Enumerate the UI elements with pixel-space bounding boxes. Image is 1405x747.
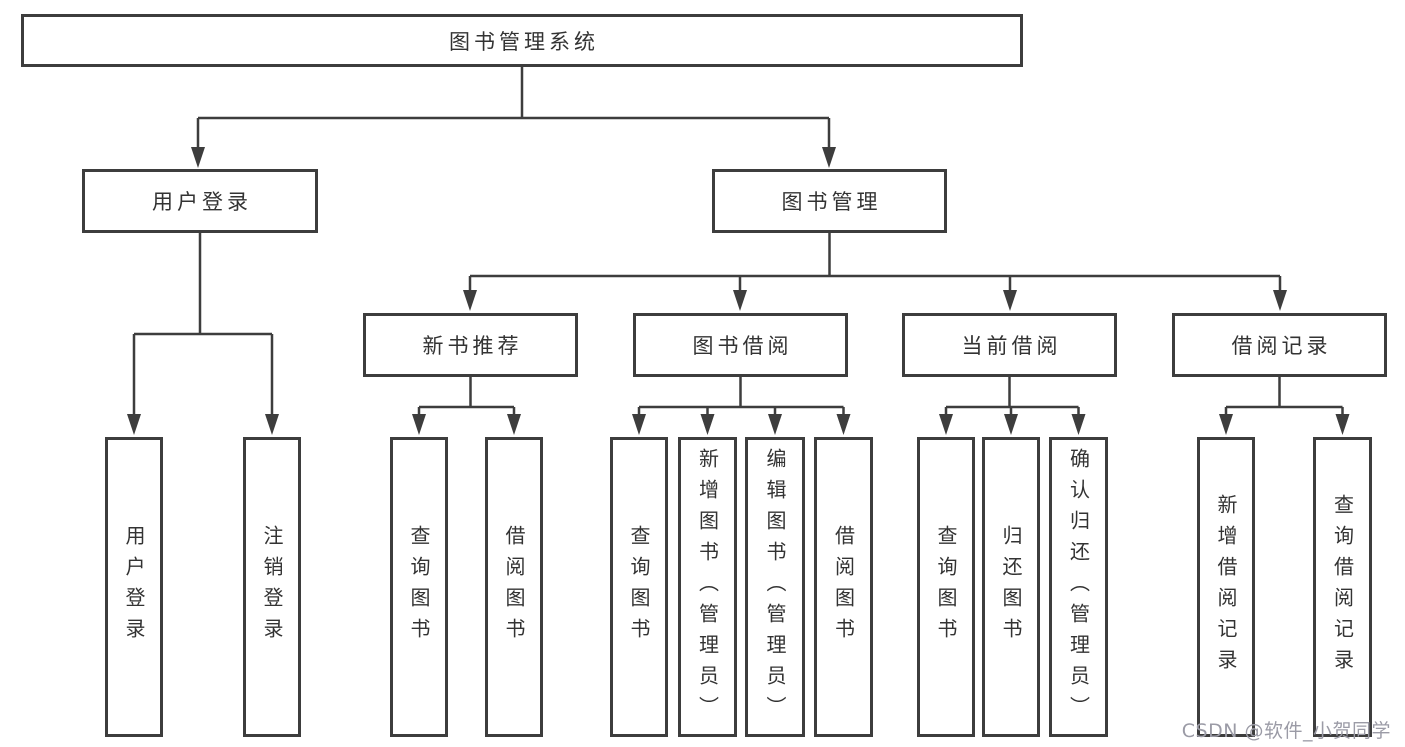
connector-book-management [468, 233, 1282, 294]
leaf-label: 查询图书 [627, 525, 651, 649]
node-label: 图书管理 [781, 190, 882, 214]
arrowhead-icon [632, 414, 646, 435]
leaf-confirm-return-admin: 确认归还（管理员） [1049, 437, 1108, 737]
arrowhead-icon [939, 414, 953, 435]
leaf-borrow-books: 借阅图书 [485, 437, 543, 737]
arrowhead-icon [1273, 290, 1287, 311]
leaf-label: 用户登录 [122, 525, 146, 649]
leaf-label: 查询图书 [934, 525, 958, 649]
node-current-borrow: 当前借阅 [902, 313, 1117, 377]
arrowhead-icon [733, 290, 747, 311]
node-user-login: 用户登录 [82, 169, 318, 233]
node-label: 借阅记录 [1231, 334, 1332, 358]
arrowhead-icon [836, 414, 851, 435]
leaf-label: 查询借阅记录 [1330, 494, 1355, 680]
leaf-label: 新增图书（管理员） [695, 447, 720, 727]
leaf-logout: 注销登录 [243, 437, 301, 737]
connector-borrow-records [1224, 377, 1344, 418]
arrowhead-icon [507, 414, 521, 435]
node-label: 图书管理系统 [449, 29, 599, 54]
leaf-label: 确认归还（管理员） [1066, 447, 1091, 727]
arrowhead-icon [191, 147, 205, 168]
arrowhead-icon [412, 414, 426, 435]
connector-new-book [417, 377, 516, 418]
leaf-label: 查询图书 [407, 525, 431, 649]
node-label: 新书推荐 [422, 334, 523, 358]
leaf-label: 注销登录 [260, 525, 284, 649]
arrowhead-icon [1004, 414, 1018, 435]
arrowhead-icon [1219, 414, 1233, 435]
connector-current-borrow [944, 377, 1080, 418]
node-label: 用户登录 [152, 190, 252, 214]
arrowhead-icon [1071, 414, 1086, 435]
leaf-label: 借阅图书 [502, 525, 526, 649]
leaf-add-borrow-record: 新增借阅记录 [1197, 437, 1255, 737]
node-label: 图书借阅 [692, 334, 793, 358]
arrowhead-icon [1335, 414, 1350, 435]
leaf-return-books: 归还图书 [982, 437, 1040, 737]
arrowhead-icon [822, 147, 836, 168]
arrowhead-icon [127, 414, 141, 435]
connector-user-login [132, 233, 274, 418]
leaf-label: 借阅图书 [831, 525, 856, 649]
leaf-query-books: 查询图书 [610, 437, 668, 737]
arrowhead-icon [768, 414, 782, 435]
node-label: 当前借阅 [961, 334, 1062, 358]
leaf-edit-book-admin: 编辑图书（管理员） [745, 437, 805, 737]
leaf-query-books: 查询图书 [390, 437, 448, 737]
arrowhead-icon [1003, 290, 1017, 311]
leaf-label: 归还图书 [999, 525, 1023, 649]
leaf-user-login: 用户登录 [105, 437, 163, 737]
connector-root [196, 67, 831, 150]
arrowhead-icon [265, 414, 279, 435]
node-borrow-records: 借阅记录 [1172, 313, 1387, 377]
arrowhead-icon [463, 290, 477, 311]
leaf-label: 新增借阅记录 [1214, 494, 1238, 680]
leaf-add-book-admin: 新增图书（管理员） [678, 437, 737, 737]
arrowhead-icon [700, 414, 715, 435]
leaf-borrow-books: 借阅图书 [814, 437, 873, 737]
leaf-label: 编辑图书（管理员） [763, 447, 787, 727]
node-root-system: 图书管理系统 [21, 14, 1023, 67]
leaf-query-books: 查询图书 [917, 437, 975, 737]
node-book-management: 图书管理 [712, 169, 947, 233]
leaf-query-borrow-record: 查询借阅记录 [1313, 437, 1372, 737]
connector-book-borrow [637, 377, 845, 418]
node-book-borrow: 图书借阅 [633, 313, 848, 377]
csdn-watermark: CSDN @软件_小贺同学 [1181, 720, 1391, 742]
arrowhead-layer [127, 147, 1350, 435]
node-new-book-recommend: 新书推荐 [363, 313, 578, 377]
